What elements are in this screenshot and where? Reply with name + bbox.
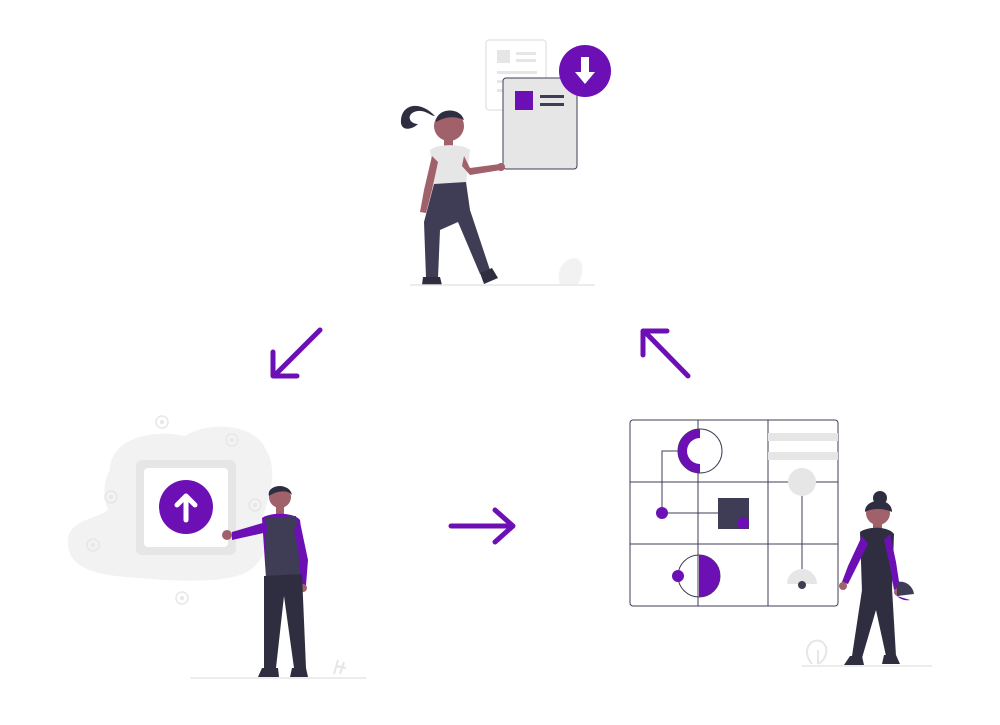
layout-scene [629, 419, 932, 667]
download-arrow-icon [559, 45, 611, 97]
man-pointing [222, 486, 308, 677]
dot-decoration [155, 415, 169, 429]
woman-with-bun [839, 491, 914, 665]
upload-scene [67, 415, 366, 679]
layout-grid-icon [629, 419, 839, 607]
dot-decoration [225, 433, 239, 447]
download-scene [400, 39, 611, 286]
plant-decoration [333, 659, 347, 675]
front-document [502, 77, 578, 170]
arrow-to-download [640, 328, 691, 379]
dot-decoration [86, 538, 100, 552]
arrow-to-layout [448, 507, 516, 545]
plant-decoration [806, 639, 828, 665]
upload-arrow-icon [159, 480, 213, 534]
arrow-to-upload [270, 327, 323, 379]
woman-with-ponytail [400, 105, 505, 285]
plant-decoration [558, 258, 583, 284]
dot-decoration [104, 490, 118, 504]
dot-decoration [175, 591, 189, 605]
dot-decoration [248, 498, 262, 512]
